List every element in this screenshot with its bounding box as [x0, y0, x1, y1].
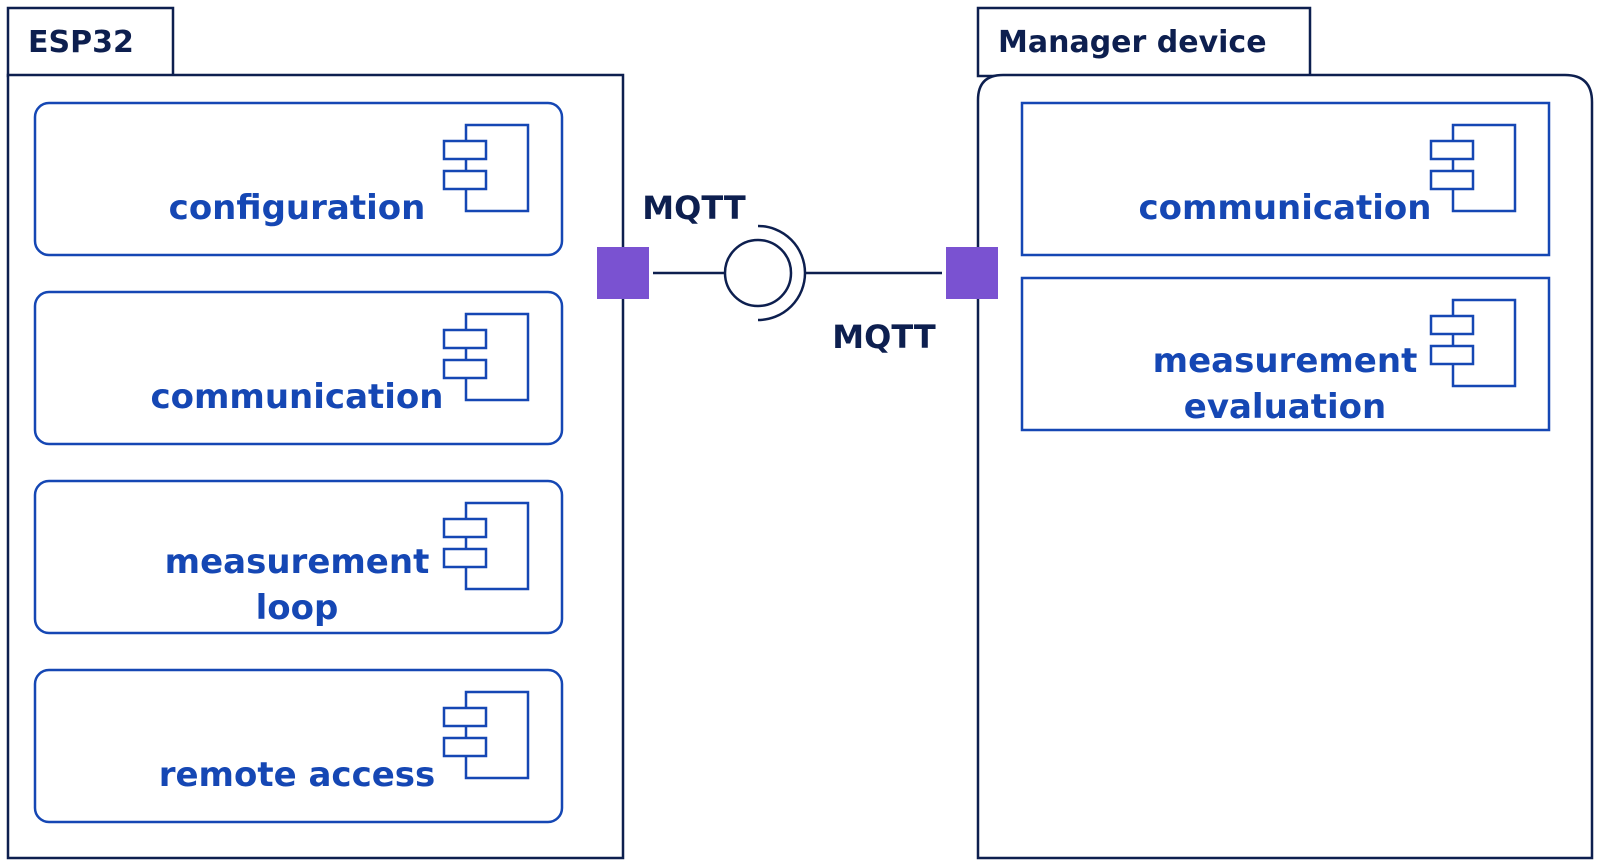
package-manager-body [976, 73, 1594, 860]
esp32-component-configuration: configuration [33, 101, 564, 257]
required-interface-socket [757, 224, 807, 322]
esp32-component-communication: communication [33, 290, 564, 446]
component-label: communication [1138, 188, 1431, 228]
component-label: communication [150, 377, 443, 417]
manager-component-communication: communication [1020, 101, 1551, 257]
component-icon [442, 501, 530, 591]
manager-component-measurement-evaluation: measurement evaluation [1020, 276, 1551, 432]
component-label-line-2: evaluation [1184, 387, 1386, 427]
esp32-port [597, 247, 649, 299]
package-esp32-tab [6, 6, 175, 78]
component-icon [1429, 123, 1517, 213]
provided-interface-ball [723, 238, 793, 308]
component-icon [442, 690, 530, 780]
manager-port [946, 247, 998, 299]
component-box [33, 668, 564, 824]
component-label: configuration [169, 188, 426, 228]
package-manager-tab [976, 6, 1312, 78]
component-box [33, 290, 564, 446]
component-box [33, 101, 564, 257]
component-label-line-2: loop [256, 588, 339, 628]
component-icon [442, 312, 530, 402]
package-manager-title: Manager device [998, 25, 1267, 60]
interface-label-bottom: MQTT [832, 318, 936, 356]
esp32-component-measurement-loop: measurement loop [33, 479, 564, 635]
component-box [33, 479, 564, 635]
interface-label-top: MQTT [642, 189, 746, 227]
component-icon [442, 123, 530, 213]
esp32-component-remote-access: remote access [33, 668, 564, 824]
package-manager-device: Manager device [976, 6, 1594, 860]
package-esp32-title: ESP32 [28, 25, 134, 60]
component-label-line-1: measurement [165, 542, 430, 582]
component-label-line-1: measurement [1153, 341, 1418, 381]
component-icon [1429, 298, 1517, 388]
component-label: remote access [159, 755, 436, 795]
mqtt-connector [653, 224, 942, 322]
